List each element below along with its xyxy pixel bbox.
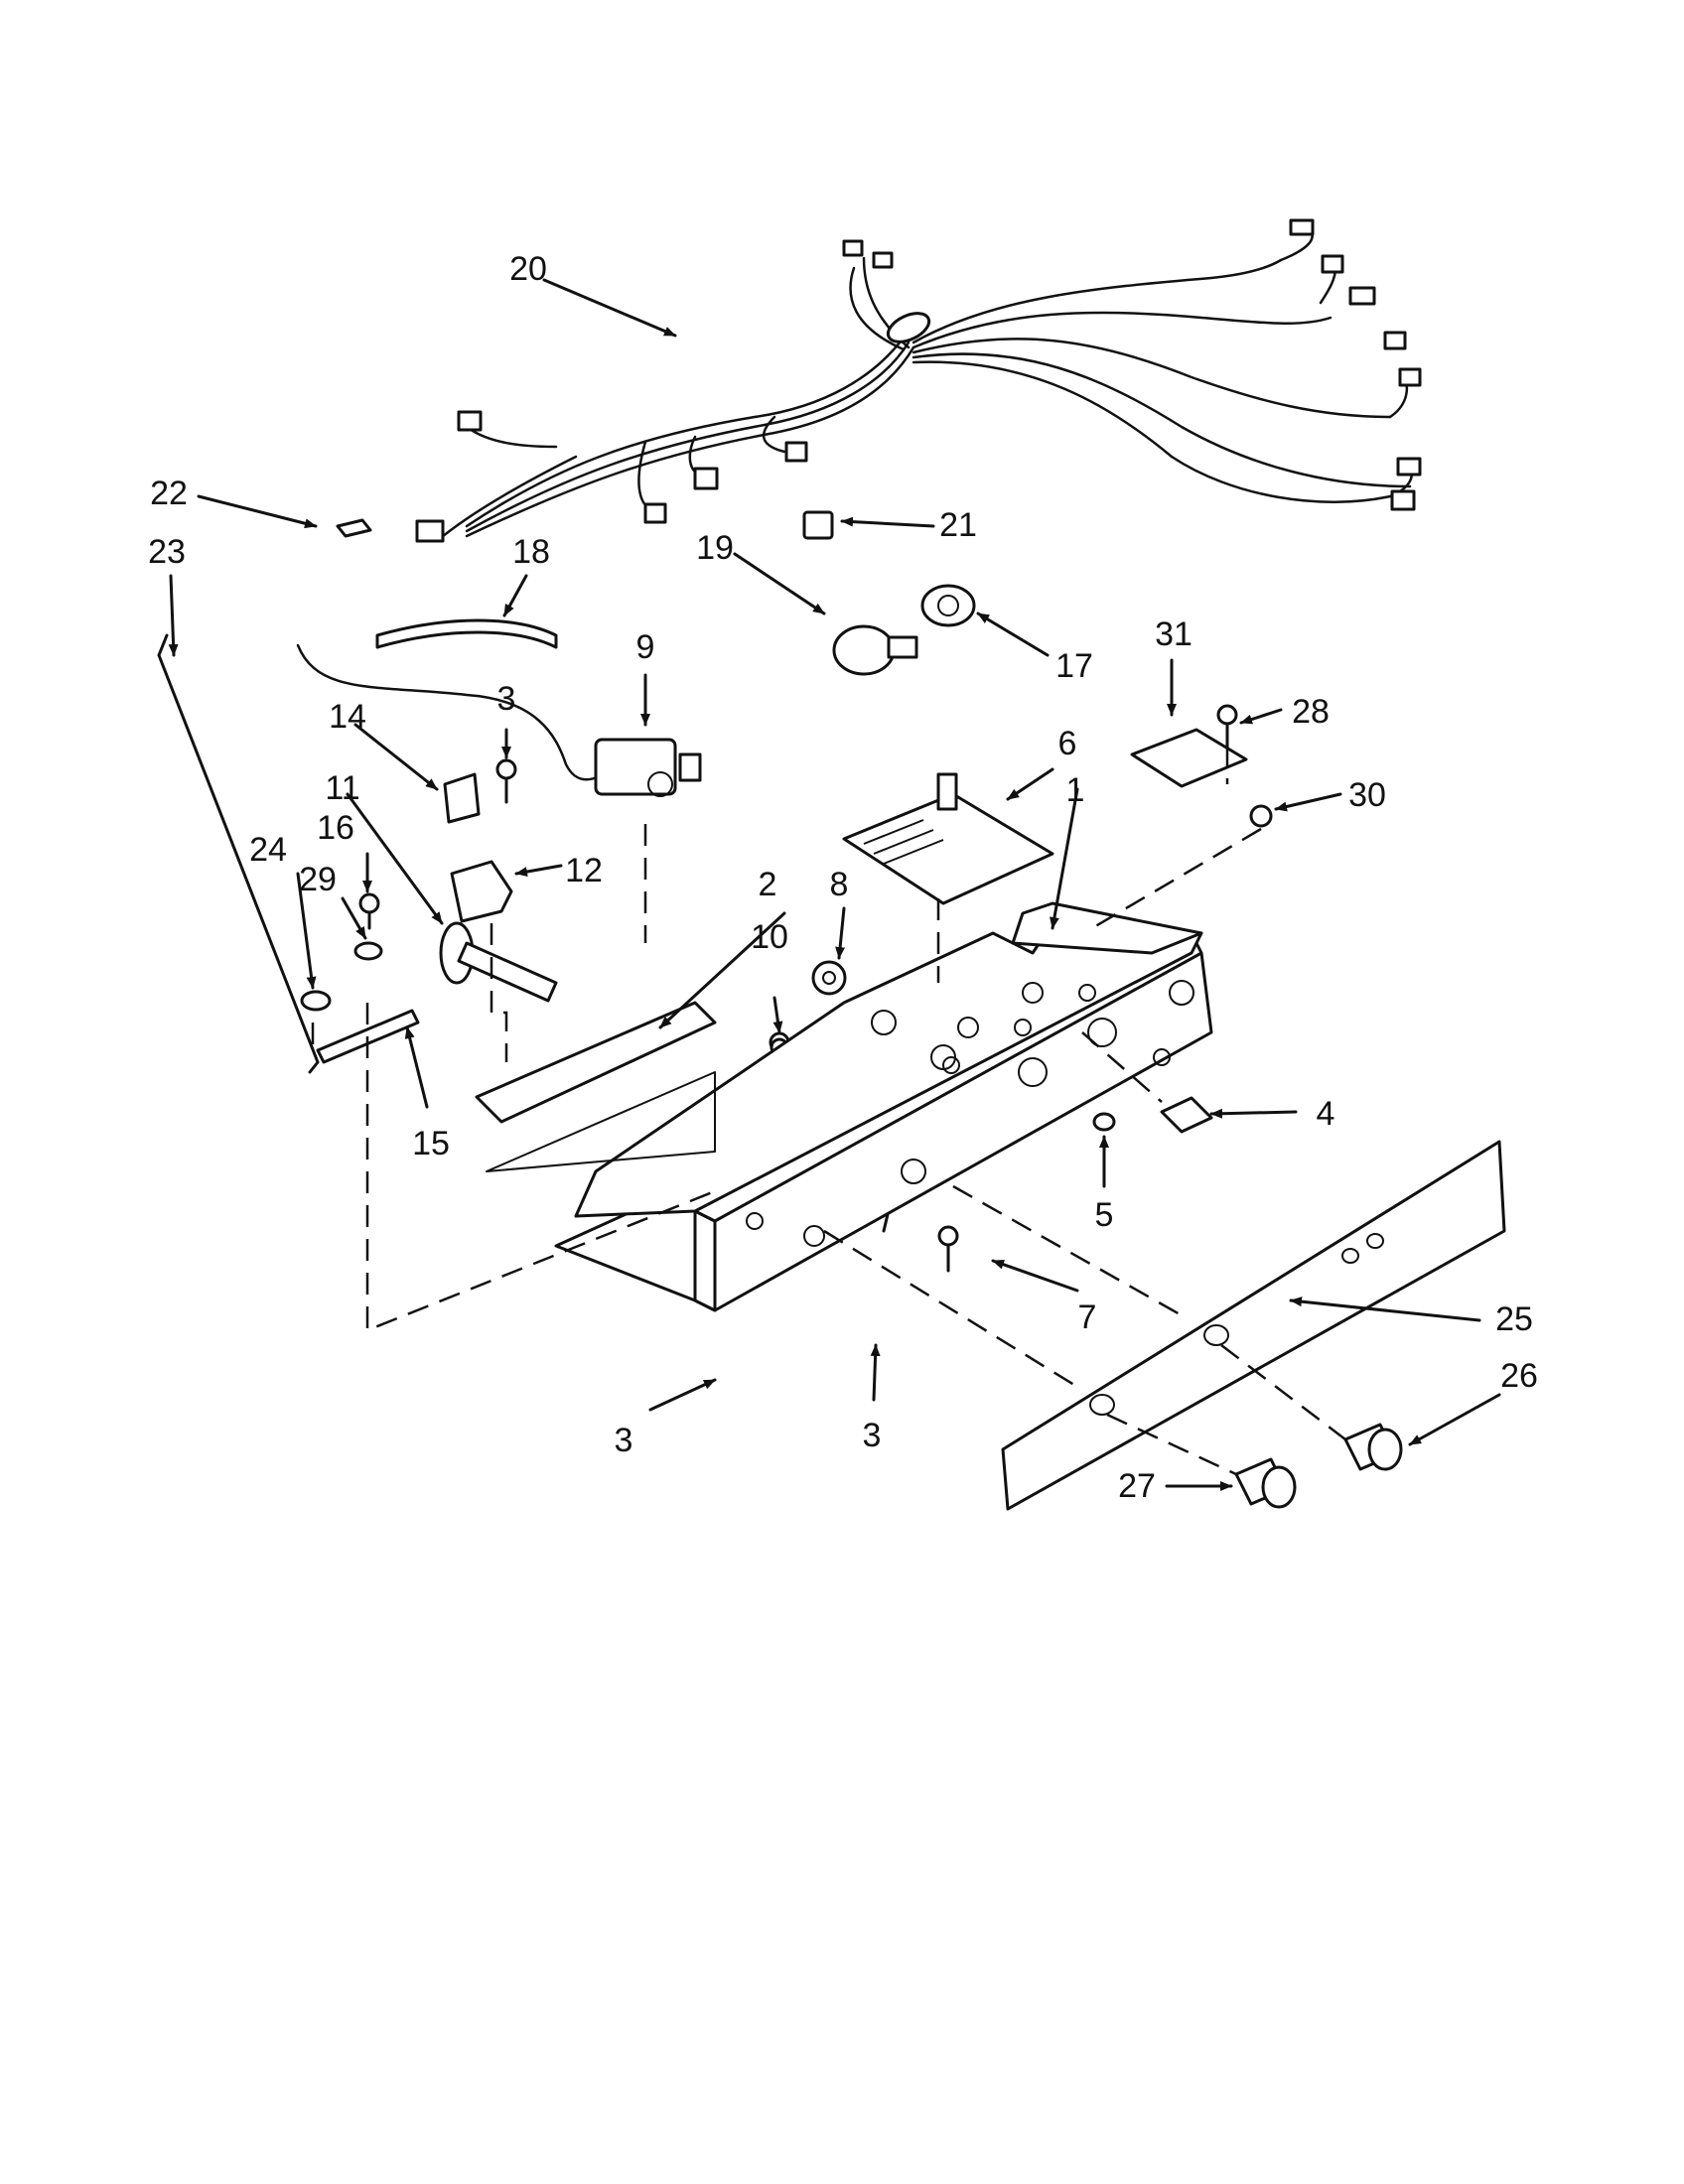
callout-28: 28 xyxy=(1292,693,1330,731)
screw xyxy=(1216,704,1238,749)
part-9-control xyxy=(296,643,702,797)
callout-9: 9 xyxy=(636,628,655,666)
part-14-bracket xyxy=(443,772,481,824)
assembly-lines xyxy=(311,745,1346,1476)
part-29-washer xyxy=(353,941,383,961)
callout-17: 17 xyxy=(1055,647,1093,685)
callout-22: 22 xyxy=(150,475,188,512)
callout-7: 7 xyxy=(1078,1298,1097,1336)
part-18-tube xyxy=(375,618,558,649)
callout-16: 16 xyxy=(317,809,354,847)
callout-31: 31 xyxy=(1155,615,1193,653)
callout-19: 19 xyxy=(696,529,734,567)
callout-labels: 20 22 23 21 19 18 17 9 31 28 30 6 1 3 14… xyxy=(148,250,1538,1505)
callout-30: 30 xyxy=(1348,776,1386,814)
callout-10: 10 xyxy=(751,918,788,956)
callout-27: 27 xyxy=(1118,1467,1156,1505)
part-22-clip xyxy=(336,518,372,538)
callout-18: 18 xyxy=(512,533,550,571)
part-26-knob xyxy=(1343,1423,1403,1471)
callout-11: 11 xyxy=(325,769,359,807)
part-30-washer xyxy=(1249,804,1273,828)
screw xyxy=(358,892,380,930)
screw xyxy=(937,1225,959,1273)
callout-29: 29 xyxy=(299,861,337,898)
callout-3-bottom-right: 3 xyxy=(863,1417,882,1454)
screw xyxy=(495,758,517,804)
callout-12: 12 xyxy=(565,852,603,889)
callout-24: 24 xyxy=(249,831,287,869)
callout-8: 8 xyxy=(830,866,849,903)
part-17-socket xyxy=(920,584,976,627)
part-11-shaft xyxy=(439,921,558,1003)
part-23-rod xyxy=(157,633,320,1074)
callout-25: 25 xyxy=(1495,1300,1533,1338)
callout-15: 15 xyxy=(412,1125,450,1162)
callout-5: 5 xyxy=(1095,1196,1114,1234)
callout-3-bottom-left: 3 xyxy=(615,1422,633,1459)
callout-4: 4 xyxy=(1317,1095,1335,1133)
callout-1: 1 xyxy=(1066,771,1085,809)
callout-6: 6 xyxy=(1058,725,1077,762)
callout-23: 23 xyxy=(148,533,186,571)
callout-20: 20 xyxy=(509,250,547,288)
control-housing xyxy=(554,901,1213,1312)
part-25-panel xyxy=(1001,1140,1506,1511)
part-12-bracket xyxy=(450,860,513,923)
callout-3-top: 3 xyxy=(497,680,516,718)
part-27-knob xyxy=(1234,1457,1297,1509)
callout-26: 26 xyxy=(1500,1357,1538,1395)
part-5-button xyxy=(1092,1112,1116,1132)
callout-21: 21 xyxy=(939,506,977,544)
part-6-board xyxy=(842,792,1054,905)
part-31-board xyxy=(1130,728,1248,788)
part-8-grommet xyxy=(811,960,847,996)
part-24-washer xyxy=(300,990,332,1012)
part-4-switch xyxy=(1160,1096,1213,1134)
part-2-bracket xyxy=(475,1001,717,1124)
leader-arrows xyxy=(168,278,1501,1491)
callout-14: 14 xyxy=(329,698,366,736)
wire-harness xyxy=(415,218,1422,543)
part-21-clip xyxy=(802,510,834,540)
part-19-bulb xyxy=(832,624,918,676)
callout-2: 2 xyxy=(759,866,777,903)
